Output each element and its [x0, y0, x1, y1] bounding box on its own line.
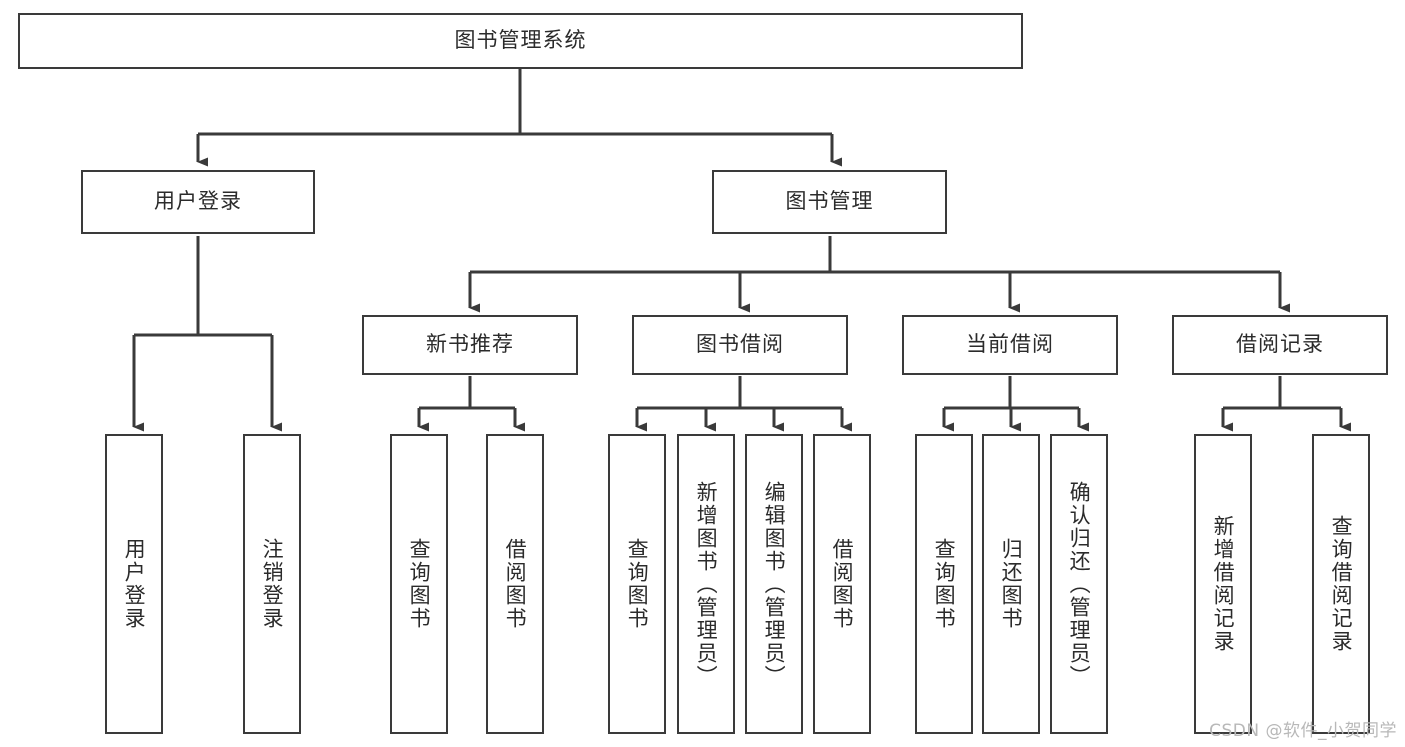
- node-leaf-query-book-3-label: 查询图书: [932, 538, 957, 630]
- node-user-login-label: 用户登录: [154, 189, 242, 214]
- csdn-watermark: CSDN @软件_小贺同学: [1209, 721, 1397, 741]
- node-leaf-query-book-2-label: 查询图书: [625, 538, 650, 630]
- node-leaf-edit-book[interactable]: 编辑图书（管理员）: [745, 434, 803, 734]
- node-leaf-return-book[interactable]: 归还图书: [982, 434, 1040, 734]
- node-current-borrow[interactable]: 当前借阅: [902, 315, 1118, 375]
- node-borrow-record[interactable]: 借阅记录: [1172, 315, 1388, 375]
- node-leaf-query-book-1[interactable]: 查询图书: [390, 434, 448, 734]
- node-root[interactable]: 图书管理系统: [18, 13, 1023, 69]
- node-book-borrow[interactable]: 图书借阅: [632, 315, 848, 375]
- node-leaf-add-book[interactable]: 新增图书（管理员）: [677, 434, 735, 734]
- node-new-book-recommend-label: 新书推荐: [426, 332, 514, 357]
- node-leaf-logout-login-label: 注销登录: [260, 538, 285, 630]
- node-leaf-borrow-book-1[interactable]: 借阅图书: [486, 434, 544, 734]
- node-leaf-query-book-1-label: 查询图书: [407, 538, 432, 630]
- node-book-management[interactable]: 图书管理: [712, 170, 947, 234]
- node-leaf-add-record-label: 新增借阅记录: [1211, 515, 1236, 653]
- node-leaf-query-record[interactable]: 查询借阅记录: [1312, 434, 1370, 734]
- node-book-management-label: 图书管理: [785, 189, 874, 214]
- node-current-borrow-label: 当前借阅: [966, 332, 1054, 357]
- node-leaf-borrow-book-1-label: 借阅图书: [503, 538, 528, 630]
- node-new-book-recommend[interactable]: 新书推荐: [362, 315, 578, 375]
- node-root-label: 图书管理系统: [454, 28, 587, 53]
- node-leaf-return-book-label: 归还图书: [999, 538, 1024, 630]
- node-leaf-add-record[interactable]: 新增借阅记录: [1194, 434, 1252, 734]
- node-user-login[interactable]: 用户登录: [81, 170, 315, 234]
- node-leaf-query-book-2[interactable]: 查询图书: [608, 434, 666, 734]
- node-leaf-user-login[interactable]: 用户登录: [105, 434, 163, 734]
- node-leaf-borrow-book-2-label: 借阅图书: [830, 538, 855, 630]
- node-leaf-borrow-book-2[interactable]: 借阅图书: [813, 434, 871, 734]
- node-leaf-add-book-label: 新增图书（管理员）: [694, 480, 719, 688]
- node-leaf-query-record-label: 查询借阅记录: [1329, 515, 1354, 653]
- node-leaf-query-book-3[interactable]: 查询图书: [915, 434, 973, 734]
- node-leaf-confirm-return[interactable]: 确认归还（管理员）: [1050, 434, 1108, 734]
- node-book-borrow-label: 图书借阅: [696, 332, 784, 357]
- node-leaf-user-login-label: 用户登录: [122, 538, 147, 630]
- node-leaf-logout-login[interactable]: 注销登录: [243, 434, 301, 734]
- node-leaf-edit-book-label: 编辑图书（管理员）: [762, 480, 787, 688]
- node-borrow-record-label: 借阅记录: [1236, 332, 1324, 357]
- node-leaf-confirm-return-label: 确认归还（管理员）: [1067, 480, 1092, 688]
